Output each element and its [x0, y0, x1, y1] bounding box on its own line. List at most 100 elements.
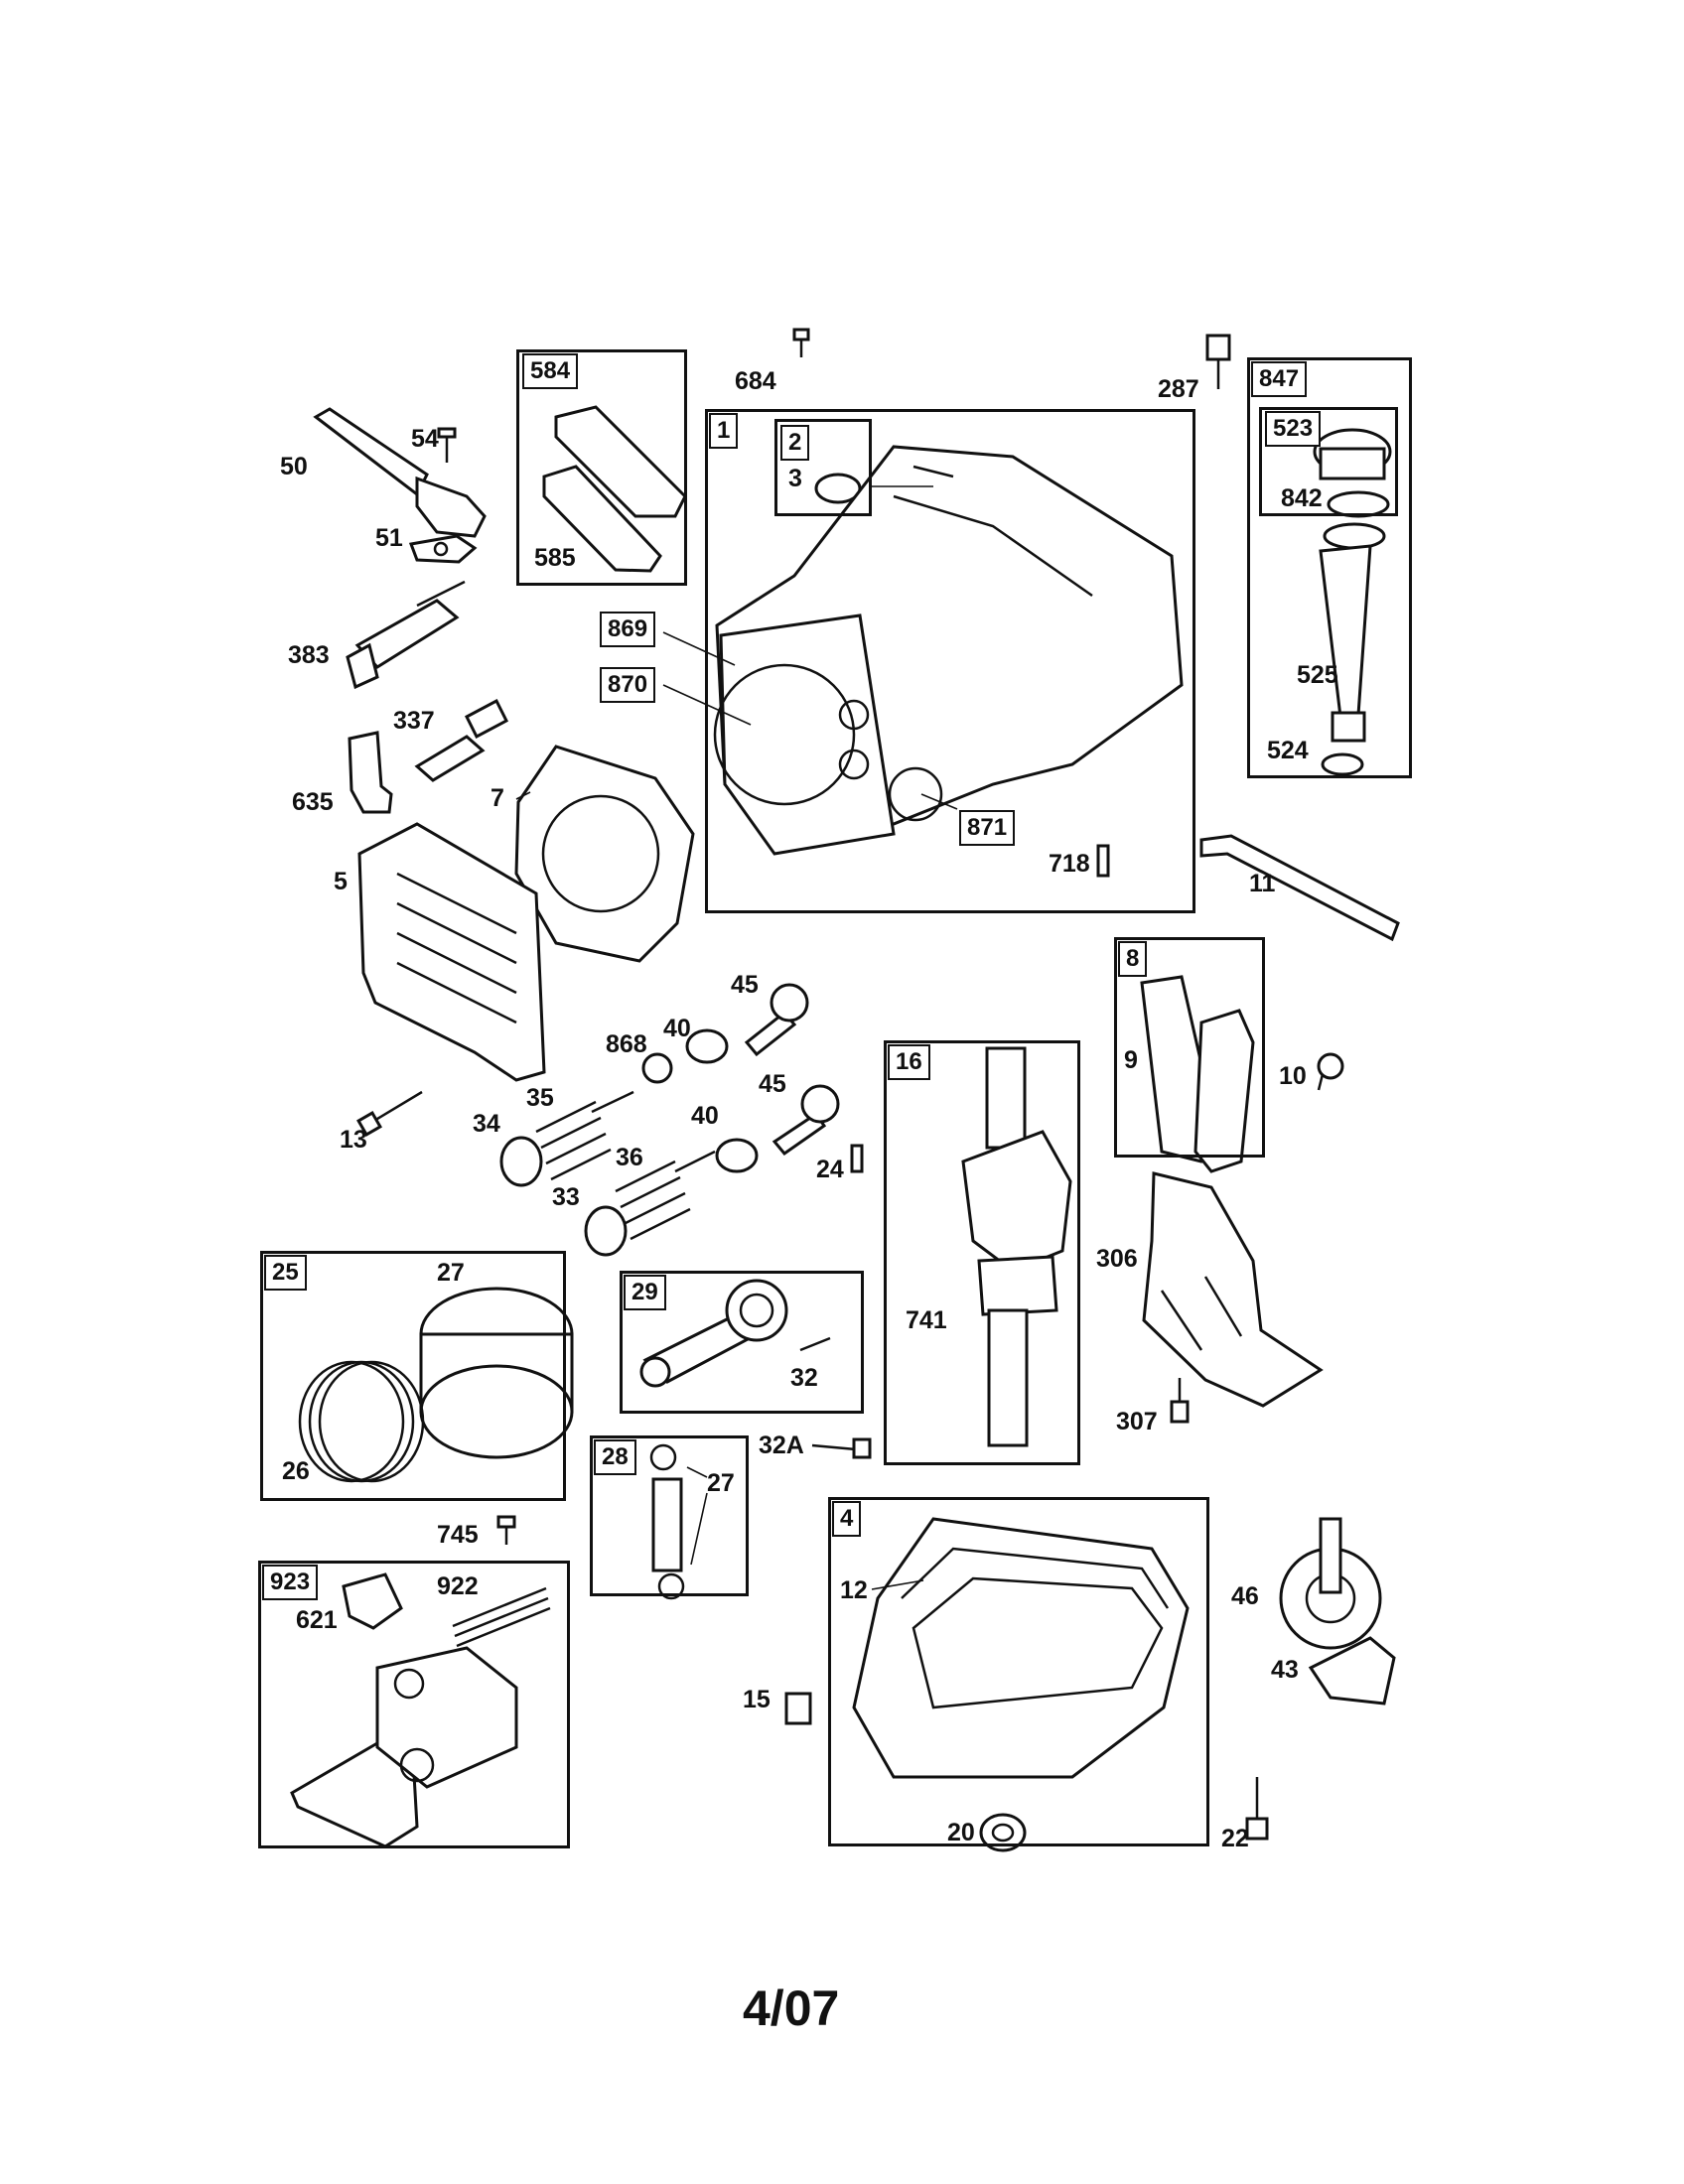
part-635-boot: [348, 731, 393, 814]
part-label-27-piston: 27: [437, 1259, 465, 1287]
part-383-breather: [346, 580, 466, 690]
part-label-15: 15: [743, 1686, 771, 1713]
part-label-34: 34: [473, 1110, 500, 1138]
part-label-7: 7: [491, 784, 504, 812]
part-50-tube: [313, 407, 487, 538]
part-label-36: 36: [616, 1144, 643, 1171]
part-label-585: 585: [534, 544, 576, 572]
part-4-sump: [852, 1517, 1190, 1779]
part-label-3: 3: [788, 465, 802, 492]
part-label-287: 287: [1158, 375, 1199, 403]
part-label-11: 11: [1249, 870, 1276, 897]
part-28-wrist-pin: [649, 1443, 685, 1600]
part-label-718: 718: [1049, 850, 1090, 878]
part-868-washer: [641, 1052, 673, 1084]
part-label-32: 32: [790, 1364, 818, 1392]
group-label-870: 870: [600, 667, 656, 703]
group-label-523: 523: [1265, 411, 1322, 447]
part-923-control-bracket: [290, 1646, 518, 1848]
part-label-383: 383: [288, 641, 330, 669]
part-15-plug: [784, 1692, 812, 1725]
part-label-50: 50: [280, 453, 308, 480]
part-label-35: 35: [526, 1084, 554, 1112]
part-46-governor-gear: [1279, 1517, 1382, 1650]
part-337-spark-plug: [414, 698, 508, 782]
part-label-40-top: 40: [663, 1015, 691, 1042]
part-32A-bolt: [811, 1437, 872, 1459]
part-label-22: 22: [1221, 1825, 1249, 1852]
part-40-seals: [685, 1028, 759, 1173]
group-label-869: 869: [600, 612, 656, 647]
group-label-4: 4: [832, 1501, 862, 1537]
part-label-45-top: 45: [731, 971, 759, 999]
part-label-307: 307: [1116, 1408, 1158, 1435]
part-label-621: 621: [296, 1606, 338, 1634]
part-label-635: 635: [292, 788, 334, 816]
part-718-pin: [1096, 844, 1110, 878]
part-label-868: 868: [606, 1030, 647, 1058]
part-label-922: 922: [437, 1572, 479, 1600]
part-label-43: 43: [1271, 1656, 1299, 1684]
part-label-51: 51: [375, 524, 403, 552]
part-7-head-gasket: [514, 745, 695, 963]
part-label-40-bottom: 40: [691, 1102, 719, 1130]
part-51-gasket: [408, 534, 478, 564]
part-54-screw: [437, 427, 457, 463]
part-label-842: 842: [1281, 484, 1323, 512]
part-684-bolt: [792, 328, 810, 357]
part-29-connecting-rod: [639, 1279, 788, 1388]
group-label-29: 29: [624, 1275, 666, 1310]
part-label-524: 524: [1267, 737, 1309, 764]
part-label-20: 20: [947, 1819, 975, 1846]
part-20-oil-seal: [979, 1813, 1027, 1852]
group-label-16: 16: [888, 1044, 930, 1080]
group-label-847: 847: [1251, 361, 1308, 397]
part-621-clip: [342, 1572, 403, 1630]
part-307-screw: [1170, 1378, 1190, 1424]
part-24-pin: [850, 1144, 864, 1173]
frame-523: [1259, 407, 1398, 516]
frame-4: [828, 1497, 1209, 1846]
page-footer-date: 4/07: [743, 1980, 840, 2036]
part-13-bolt: [356, 1090, 423, 1137]
part-745-screw: [496, 1515, 516, 1545]
part-label-525: 525: [1297, 661, 1338, 689]
part-label-24: 24: [816, 1156, 844, 1183]
part-25-piston: [298, 1287, 574, 1483]
part-847-dipstick: [1313, 428, 1392, 776]
part-287-bolt: [1205, 334, 1231, 389]
part-label-33: 33: [552, 1183, 580, 1211]
part-label-46: 46: [1231, 1582, 1259, 1610]
frame-847: [1247, 357, 1412, 778]
part-label-337: 337: [393, 707, 435, 735]
part-label-306: 306: [1096, 1245, 1138, 1273]
part-label-45-bottom: 45: [759, 1070, 786, 1098]
part-label-26: 26: [282, 1457, 310, 1485]
frame-2: [774, 419, 872, 516]
part-label-13: 13: [340, 1126, 367, 1154]
part-306-shield: [1142, 1171, 1324, 1408]
part-label-32A: 32A: [759, 1432, 804, 1459]
leader-lines: [515, 485, 958, 1590]
part-34-valve: [499, 1136, 543, 1187]
group-label-25: 25: [264, 1255, 307, 1291]
part-label-27-pin: 27: [707, 1469, 735, 1497]
part-43-governor-arm: [1308, 1636, 1396, 1706]
part-32-bolt: [799, 1336, 831, 1352]
part-33-valve: [584, 1205, 628, 1257]
part-label-9: 9: [1124, 1046, 1138, 1074]
frame-25: [260, 1251, 566, 1501]
group-label-923: 923: [262, 1565, 319, 1600]
part-label-5: 5: [334, 868, 348, 895]
frame-923: [258, 1561, 570, 1848]
frame-8: [1114, 937, 1265, 1158]
frame-1: [705, 409, 1195, 913]
frame-28: [590, 1435, 749, 1596]
part-1-engine-block: [713, 445, 1184, 856]
group-label-871: 871: [959, 810, 1016, 846]
part-584-gaskets: [542, 405, 687, 573]
group-label-8: 8: [1118, 941, 1148, 977]
part-11-tube: [1199, 834, 1400, 942]
part-5-cylinder-head: [357, 822, 546, 1082]
